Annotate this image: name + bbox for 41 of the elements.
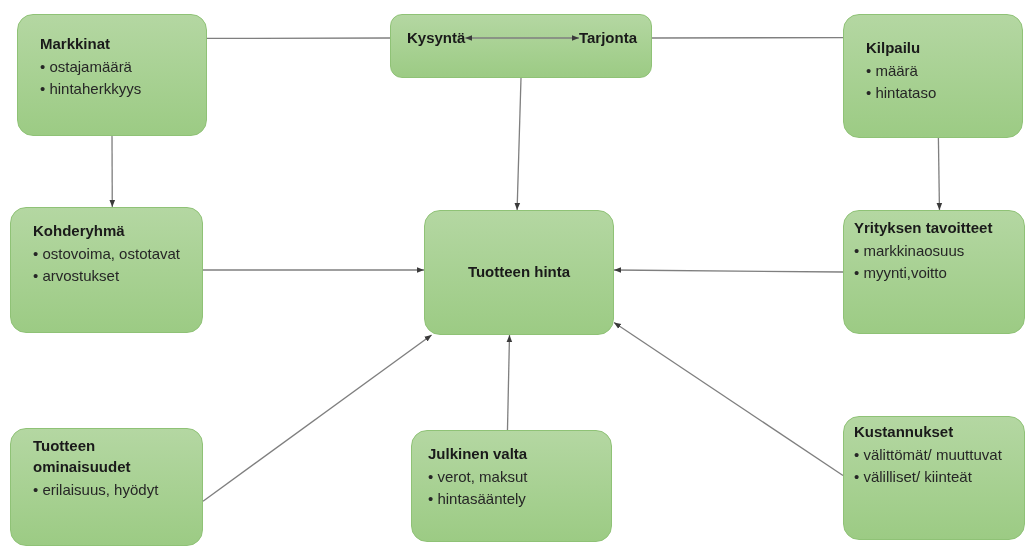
- arrow: [202, 334, 433, 502]
- factor-card: [843, 416, 1025, 540]
- card-heading: Tuotteen ominaisuudet: [33, 436, 132, 477]
- arrow: [109, 135, 116, 208]
- arrow: [613, 267, 844, 273]
- card-heading: Julkinen valta: [428, 444, 529, 464]
- term-label: Kysyntä: [407, 28, 466, 48]
- arrow: [202, 267, 425, 273]
- factor-card: [843, 14, 1023, 138]
- card-heading: Kilpailu: [866, 38, 922, 58]
- factor-box: [390, 14, 652, 78]
- bullet-item: • verot, maksut: [428, 467, 529, 487]
- bullet-item: • erilaisuus, hyödyt: [33, 480, 160, 500]
- arrow: [464, 35, 580, 41]
- bullet-item: • markkinaosuus: [854, 241, 966, 261]
- bullet-item: • hintataso: [866, 83, 938, 103]
- bullet-item: • ostovoima, ostotavat: [33, 244, 181, 264]
- bullet-item: • hintasääntely: [428, 489, 527, 509]
- card-heading: Kohderyhmä: [33, 221, 126, 241]
- arrow: [514, 77, 522, 211]
- arrow: [936, 137, 943, 211]
- bullet-item: • arvostukset: [33, 266, 121, 286]
- factor-card: [411, 430, 612, 542]
- bullet-item: • ostajamäärä: [40, 57, 133, 77]
- bullet-item: • välilliset/ kiinteät: [854, 467, 973, 487]
- arrow: [506, 334, 513, 431]
- card-title: Tuotteen hinta: [467, 262, 571, 283]
- factor-card: [843, 210, 1025, 334]
- card-heading: Kustannukset: [854, 422, 955, 442]
- arrow: [613, 321, 844, 477]
- bullet-item: • määrä: [866, 61, 919, 81]
- card-heading: Yrityksen tavoitteet: [854, 218, 994, 238]
- factor-card: [10, 207, 203, 333]
- factor-card: [17, 14, 207, 136]
- bullet-item: • välittömät/ muuttuvat: [854, 445, 1003, 465]
- factor-card: [10, 428, 203, 546]
- center-card: [424, 210, 614, 335]
- bullet-item: • hintaherkkyys: [40, 79, 143, 99]
- term-label: Tarjonta: [578, 28, 637, 48]
- bullet-item: • myynti,voitto: [854, 263, 948, 283]
- card-heading: Markkinat: [40, 34, 112, 54]
